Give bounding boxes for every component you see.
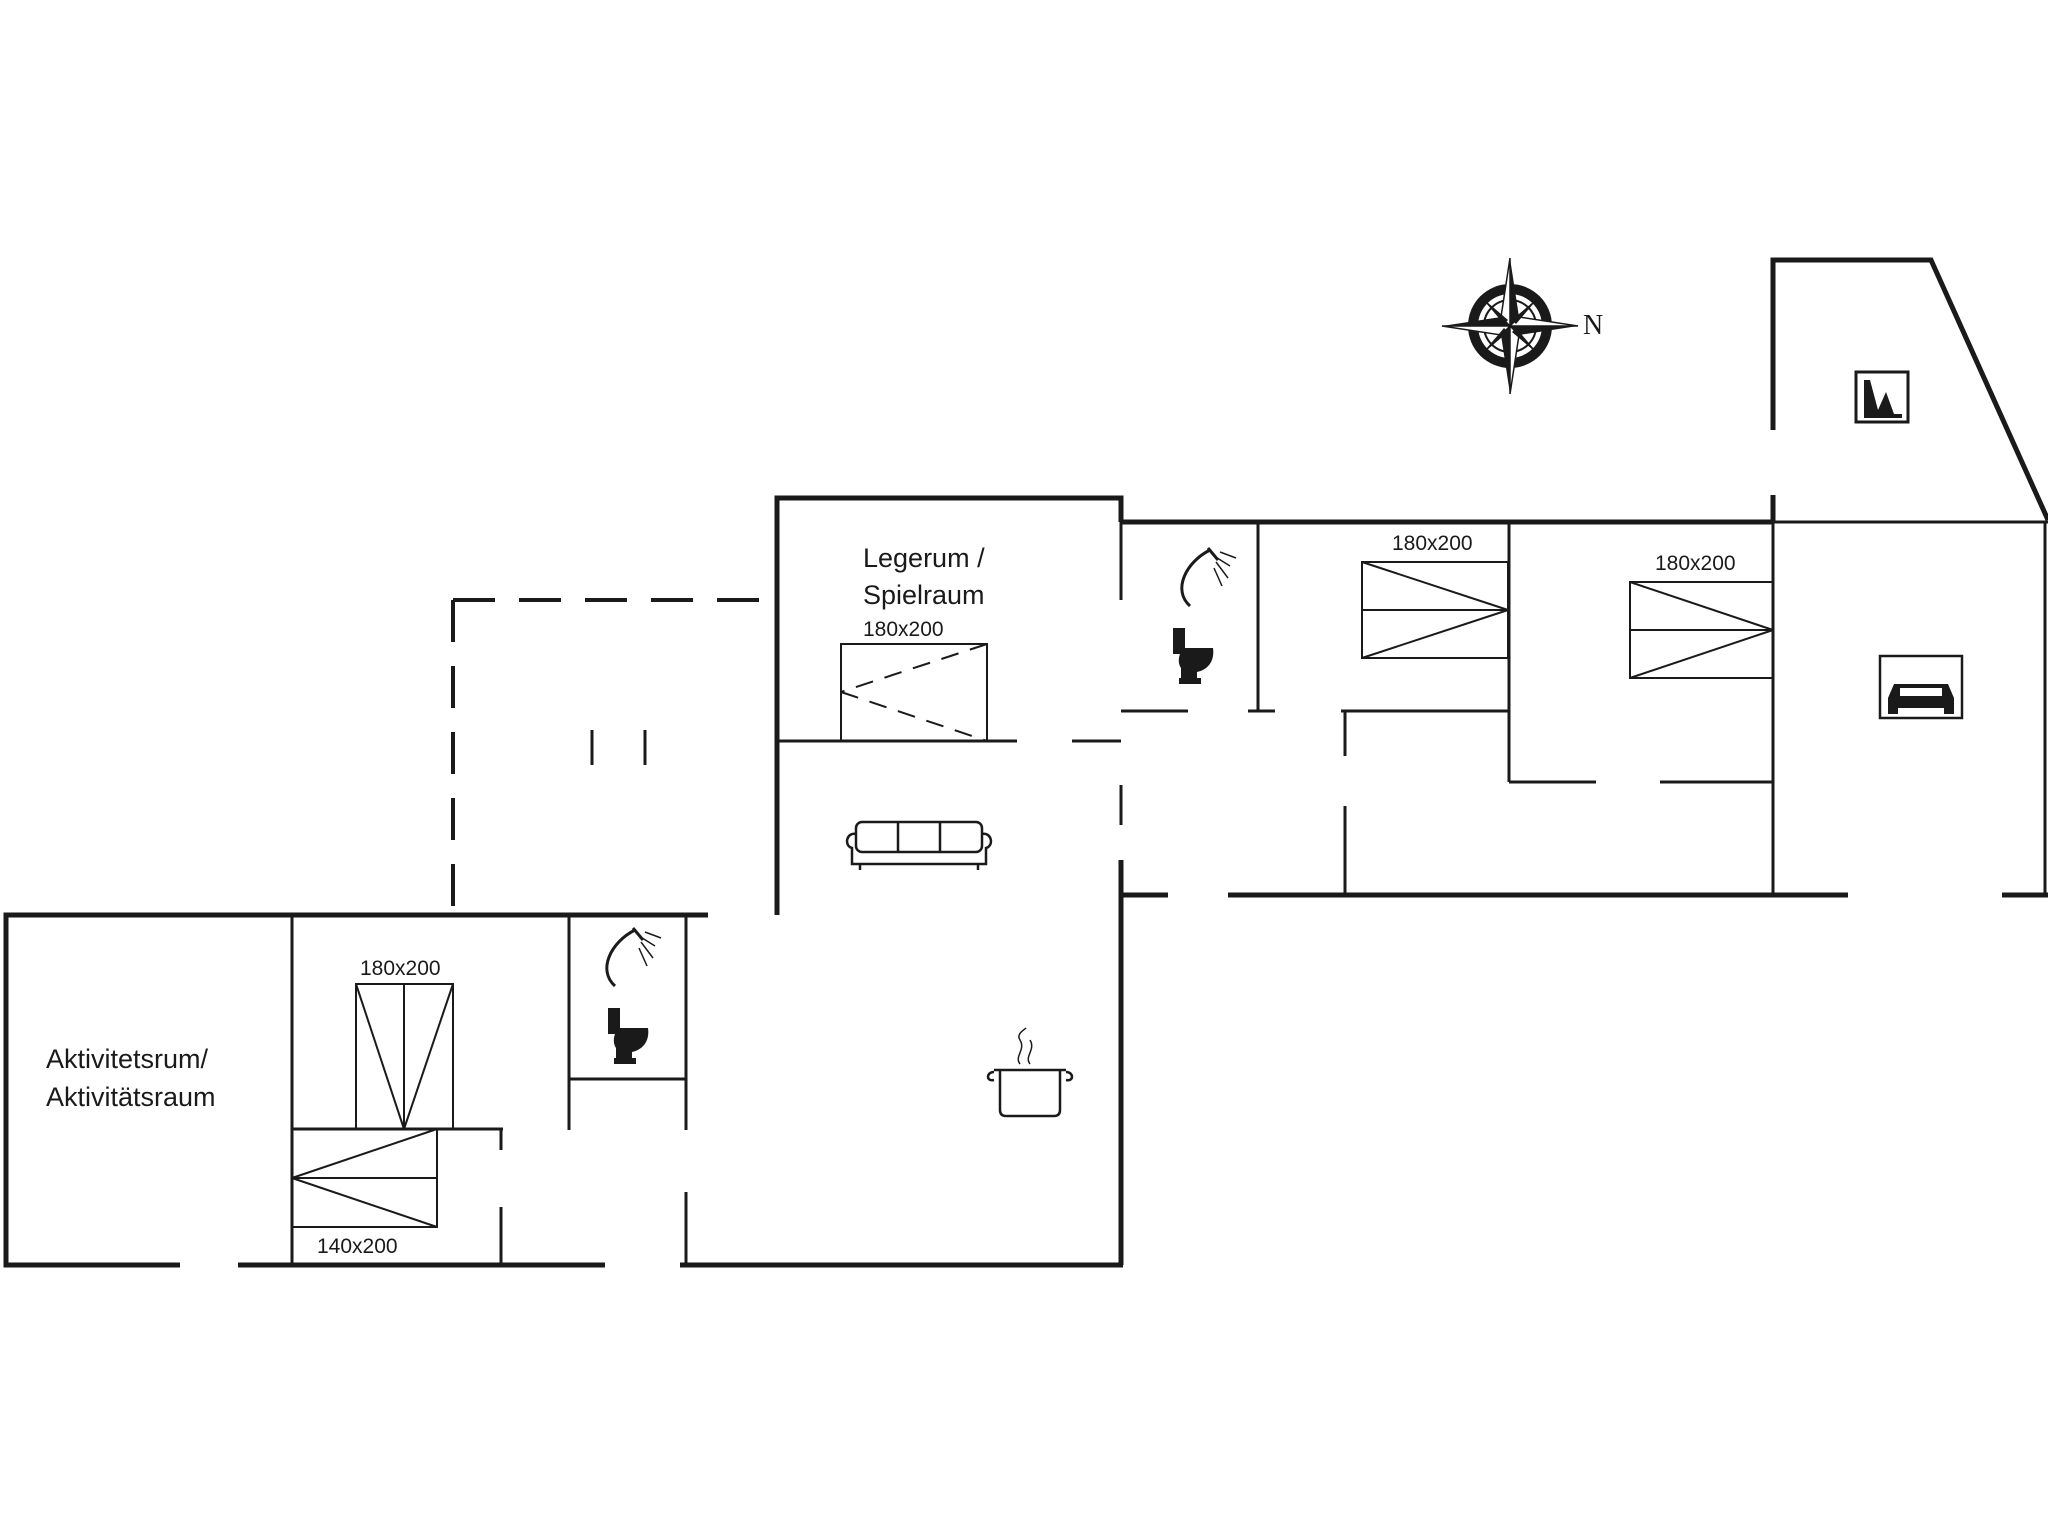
activity-room-label-line1: Aktivitetsrum/ <box>46 1044 209 1074</box>
terrace-outline <box>451 598 775 915</box>
playroom-label-line2: Spielraum <box>863 580 985 610</box>
bed-size-label: 180x200 <box>863 618 944 641</box>
toilet-icon <box>608 1008 649 1064</box>
car-icon <box>1878 654 1964 720</box>
activity-room-label-line2: Aktivitätsraum <box>46 1082 216 1112</box>
sofa-icon <box>845 820 993 870</box>
cooking-pot-icon <box>986 1027 1074 1118</box>
north-label: N <box>1583 310 1603 341</box>
bed-east-1 <box>1361 561 1509 659</box>
shower-icon <box>1180 547 1237 608</box>
bed-size-label: 180x200 <box>360 957 441 980</box>
compass-rose-icon <box>1441 257 1579 395</box>
toilet-icon <box>1173 628 1214 684</box>
bed-size-label: 140x200 <box>317 1235 398 1258</box>
central-block-walls <box>774 495 1124 1265</box>
bed-playroom <box>840 643 988 742</box>
east-wing-walls <box>1121 257 2048 898</box>
bed-west-single <box>291 1128 438 1228</box>
fireplace-icon <box>1854 370 1910 424</box>
bed-size-label: 180x200 <box>1655 552 1736 575</box>
bed-east-2 <box>1629 581 1774 679</box>
bed-size-label: 180x200 <box>1392 532 1473 555</box>
playroom-label-line1: Legerum / <box>863 543 985 573</box>
shower-icon <box>605 927 662 988</box>
west-wing-walls <box>3 912 1123 1268</box>
bed-west-double <box>355 983 454 1130</box>
